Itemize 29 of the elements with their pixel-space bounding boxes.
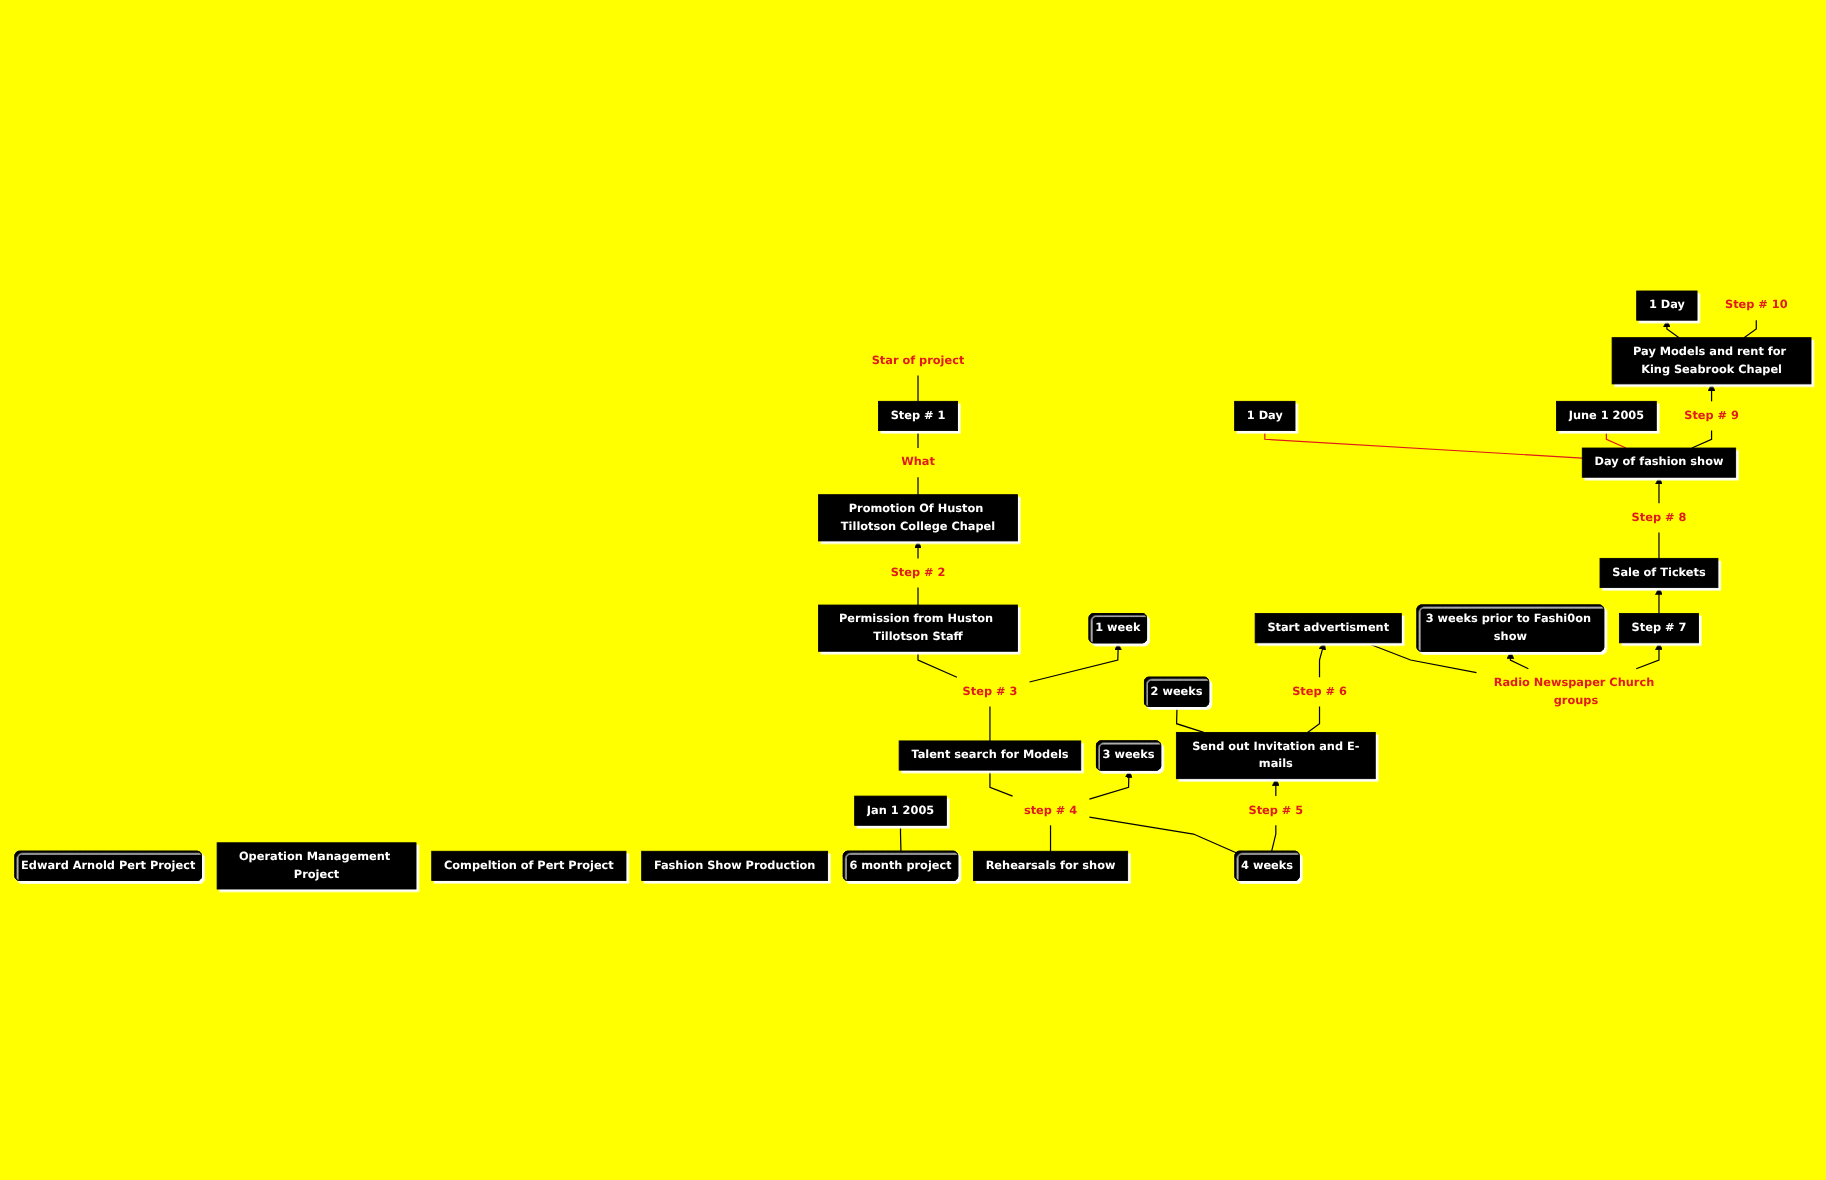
- connector: [917, 587, 919, 606]
- arrow: [1088, 770, 1133, 800]
- connector: [899, 824, 902, 853]
- arrow: [1272, 778, 1280, 797]
- connector: [1270, 824, 1277, 853]
- connector: [989, 705, 991, 742]
- arrow: [1635, 642, 1663, 670]
- arrow: [1663, 319, 1680, 339]
- arrow: [914, 540, 922, 559]
- connector: [1049, 824, 1052, 852]
- connector: [1264, 429, 1583, 459]
- connector: [1306, 705, 1321, 734]
- connector: [1691, 429, 1713, 449]
- connector: [917, 429, 919, 449]
- arrow: [1707, 383, 1716, 402]
- connector: [1088, 816, 1238, 854]
- arrow: [1506, 651, 1529, 670]
- arrow: [1028, 642, 1122, 683]
- connector: [1365, 642, 1478, 674]
- connector: [1743, 319, 1757, 339]
- arrow: [1655, 476, 1663, 504]
- arrow: [1655, 587, 1663, 615]
- connector: [917, 374, 919, 402]
- connector: [917, 650, 958, 678]
- connector: [917, 476, 919, 496]
- connector: [1175, 706, 1205, 734]
- connector: [1658, 531, 1660, 559]
- arrow: [1318, 642, 1327, 678]
- connector: [1605, 429, 1627, 449]
